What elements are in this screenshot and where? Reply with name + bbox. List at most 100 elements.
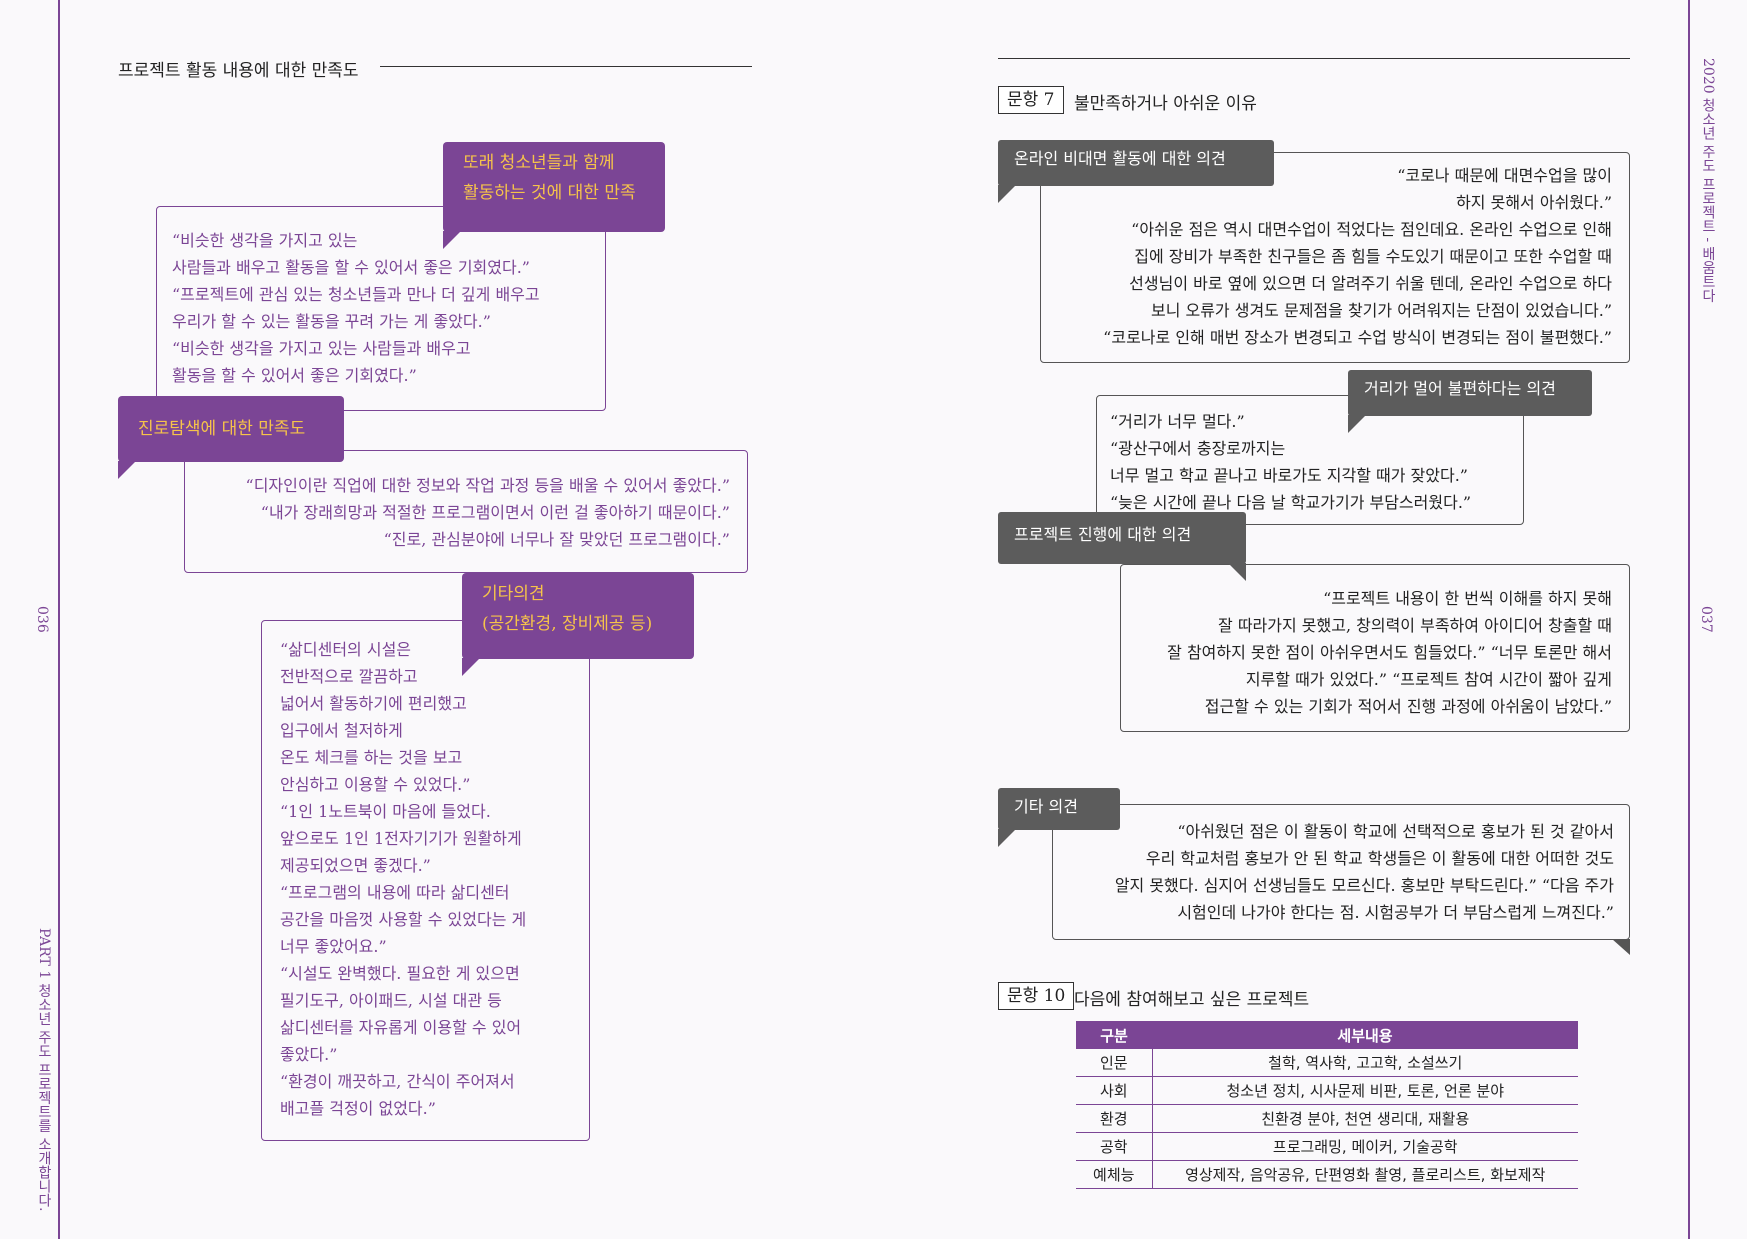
table-cell: 철학, 역사학, 고고학, 소설쓰기 [1152, 1049, 1578, 1077]
table-cell: 환경 [1076, 1104, 1153, 1133]
quote-line: 활동을 할 수 있어서 좋은 기회였다.” [172, 366, 417, 385]
quote-line: 너무 좋았어요.” [280, 937, 387, 956]
table-cell: 공학 [1076, 1132, 1153, 1161]
opinion-box-online [1040, 152, 1630, 363]
quote-line: 알지 못했다. 심지어 선생님들도 모르신다. 홍보만 부탁드린다.” “다음 … [1114, 876, 1614, 895]
table-cell: 청소년 정치, 시사문제 비판, 토론, 언론 분야 [1152, 1076, 1578, 1105]
table-cell: 사회 [1076, 1076, 1153, 1105]
tag-tail [998, 185, 1016, 203]
tag-tail [1228, 563, 1246, 581]
tag-tail [998, 829, 1016, 847]
quote-line: “늦은 시간에 끝나 다음 날 학교가기가 부담스러웠다.” [1110, 493, 1472, 512]
opinion-box-peers [156, 206, 606, 411]
quote-line: “진로, 관심분야에 너무나 잘 맞았던 프로그램이다.” [383, 530, 730, 549]
quote-lines: “디자인이란 직업에 대한 정보와 작업 과정 등을 배울 수 있어서 좋았다.… [196, 472, 730, 553]
quote-line: “시설도 완벽했다. 필요한 게 있으면 [280, 964, 520, 983]
quote-line: “1인 1노트북이 마음에 들었다. [280, 802, 491, 821]
table-header-cell: 세부내용 [1152, 1021, 1578, 1049]
quote-line: 우리가 할 수 있는 활동을 꾸려 가는 게 좋았다.” [172, 312, 491, 331]
table-cell: 예체능 [1076, 1160, 1153, 1189]
quote-line: 우리 학교처럼 홍보가 안 된 학교 학생들은 이 활동에 대한 어떠한 것도 [1145, 849, 1614, 868]
tag-other-opinions: 기타의견 (공간환경, 장비제공 등) [462, 573, 694, 659]
right-side-label: 2020 청소년 주도 프로젝트 - 배움트다 [1700, 58, 1716, 303]
table-cell: 친환경 분야, 천연 생리대, 재활용 [1152, 1104, 1578, 1133]
tag-distance-opinion: 거리가 멀어 불편하다는 의견 [1348, 370, 1592, 416]
tag-line: 진로탐색에 대한 만족도 [138, 419, 306, 439]
table-cell: 프로그래밍, 메이커, 기술공학 [1152, 1132, 1578, 1161]
table-row: 환경 친환경 분야, 천연 생리대, 재활용 [1076, 1104, 1578, 1133]
quote-line: 삶디센터를 자유롭게 이용할 수 있어 [280, 1018, 522, 1037]
question-10-label: 문항 10 [998, 982, 1075, 1010]
quote-lines: “코로나 때문에 대면수업을 많이 하지 못해서 아쉬웠다.” “아쉬운 점은 … [1050, 162, 1612, 351]
quote-line: “프로젝트에 관심 있는 청소년들과 만나 더 깊게 배우고 [172, 285, 540, 304]
quote-line: 집에 장비가 부족한 친구들은 좀 힘들 수도있기 때문이고 또한 수업할 때 [1134, 247, 1612, 266]
quote-line: “비슷한 생각을 가지고 있는 사람들과 배우고 [172, 339, 471, 358]
table-cell: 영상제작, 음악공유, 단편영화 촬영, 플로리스트, 화보제작 [1152, 1160, 1578, 1189]
tag-line: 활동하는 것에 대한 만족 [463, 183, 636, 203]
quote-line: 입구에서 철저하게 [280, 721, 403, 740]
tag-etc-opinion: 기타 의견 [998, 788, 1120, 830]
quote-line: 하지 못해서 아쉬웠다.” [1456, 193, 1612, 212]
opinion-box-career [184, 450, 748, 573]
quote-line: 넓어서 활동하기에 편리했고 [280, 694, 467, 713]
quote-line: “삶디센터의 시설은 [280, 640, 412, 659]
tag-peer-satisfaction: 또래 청소년들과 함께 활동하는 것에 대한 만족 [443, 142, 665, 232]
quote-line: “아쉬웠던 점은 이 활동이 학교에 선택적으로 홍보가 된 것 같아서 [1177, 822, 1614, 841]
quote-line: 시험인데 나가야 한다는 점. 시험공부가 더 부담스럽게 느껴진다.” [1177, 903, 1614, 922]
tag-progress-opinion: 프로젝트 진행에 대한 의견 [998, 512, 1246, 564]
quote-line: “코로나로 인해 매번 장소가 변경되고 수업 방식이 변경되는 점이 불편했다… [1103, 328, 1612, 347]
quote-line: 너무 멀고 학교 끝나고 바로가도 지각할 때가 잦았다.” [1110, 466, 1468, 485]
tag-line: (공간환경, 장비제공 등) [482, 614, 653, 634]
tag-tail [118, 461, 136, 479]
quote-lines: “삶디센터의 시설은 전반적으로 깔끔하고 넓어서 활동하기에 편리했고 입구에… [280, 636, 526, 1122]
question-7-label: 문항 7 [998, 86, 1064, 114]
quote-line: 온도 체크를 하는 것을 보고 [280, 748, 463, 767]
table-row: 예체능 영상제작, 음악공유, 단편영화 촬영, 플로리스트, 화보제작 [1076, 1160, 1578, 1189]
section-title-rule [380, 66, 752, 67]
table-row: 공학 프로그래밍, 메이커, 기술공학 [1076, 1132, 1578, 1161]
tag-line: 또래 청소년들과 함께 [463, 153, 615, 173]
box-tail [1612, 939, 1630, 955]
tag-online-opinion: 온라인 비대면 활동에 대한 의견 [998, 140, 1274, 186]
quote-line: 전반적으로 깔끔하고 [280, 667, 418, 686]
quote-line: 안심하고 이용할 수 있었다.” [280, 775, 471, 794]
quote-lines: “프로젝트 내용이 한 번씩 이해를 하지 못해 잘 따라가지 못했고, 창의력… [1128, 585, 1612, 720]
question-7-title: 불만족하거나 아쉬운 이유 [1074, 94, 1257, 114]
quote-line: “내가 장래희망과 적절한 프로그램이면서 이런 걸 좋아하기 때문이다.” [260, 503, 730, 522]
section-title: 프로젝트 활동 내용에 대한 만족도 [118, 61, 359, 81]
quote-line: 좋았다.” [280, 1045, 338, 1064]
quote-line: 필기도구, 아이패드, 시설 대관 등 [280, 991, 502, 1010]
opinion-box-progress [1120, 564, 1630, 732]
right-page-number: 037 [1698, 606, 1714, 633]
table-header-row: 구분 세부내용 [1076, 1021, 1578, 1049]
opinion-box-other [261, 620, 590, 1141]
opinion-box-distance [1096, 395, 1524, 525]
quote-line: “코로나 때문에 대면수업을 많이 [1397, 166, 1612, 185]
quote-line: 잘 따라가지 못했고, 창의력이 부족하여 아이디어 창출할 때 [1218, 616, 1612, 635]
tag-tail [462, 658, 480, 676]
quote-line: “디자인이란 직업에 대한 정보와 작업 과정 등을 배울 수 있어서 좋았다.… [245, 476, 730, 495]
quote-line: 사람들과 배우고 활동을 할 수 있어서 좋은 기회였다.” [172, 258, 530, 277]
quote-line: 배고플 걱정이 없었다.” [280, 1099, 436, 1118]
table-header-cell: 구분 [1076, 1021, 1152, 1049]
quote-line: “광산구에서 충장로까지는 [1110, 439, 1286, 458]
left-side-label: PART 1 청소년 주도 프로젝트를 소개합니다. [36, 928, 52, 1212]
project-wish-table: 구분 세부내용 인문 철학, 역사학, 고고학, 소설쓰기 사회 청소년 정치,… [1076, 1021, 1578, 1189]
quote-line: “프로그램의 내용에 따라 삶디센터 [280, 883, 510, 902]
quote-line: 접근할 수 있는 기회가 적어서 진행 과정에 아쉬움이 남았다.” [1204, 697, 1612, 716]
question-10-title: 다음에 참여해보고 싶은 프로젝트 [1074, 990, 1310, 1010]
quote-line: “환경이 깨끗하고, 간식이 주어져서 [280, 1072, 515, 1091]
quote-line: “거리가 너무 멀다.” [1110, 412, 1245, 431]
tag-tail [1348, 415, 1366, 433]
quote-line: 선생님이 바로 옆에 있으면 더 알려주기 쉬울 텐데, 온라인 수업으로 하다 [1129, 274, 1612, 293]
quote-lines: “거리가 너무 멀다.” “광산구에서 충장로까지는 너무 멀고 학교 끝나고 … [1110, 408, 1471, 516]
table-row: 사회 청소년 정치, 시사문제 비판, 토론, 언론 분야 [1076, 1076, 1578, 1105]
quote-lines: “아쉬웠던 점은 이 활동이 학교에 선택적으로 홍보가 된 것 같아서 우리 … [1064, 818, 1614, 926]
tag-tail [443, 231, 461, 249]
quote-line: 잘 참여하지 못한 점이 아쉬우면서도 힘들었다.” “너무 토론만 해서 [1167, 643, 1612, 662]
quote-line: 제공되었으면 좋겠다.” [280, 856, 431, 875]
top-rule [998, 58, 1630, 59]
left-page-number: 036 [34, 606, 50, 633]
tag-line: 기타의견 [482, 584, 545, 604]
table-row: 인문 철학, 역사학, 고고학, 소설쓰기 [1076, 1049, 1578, 1077]
